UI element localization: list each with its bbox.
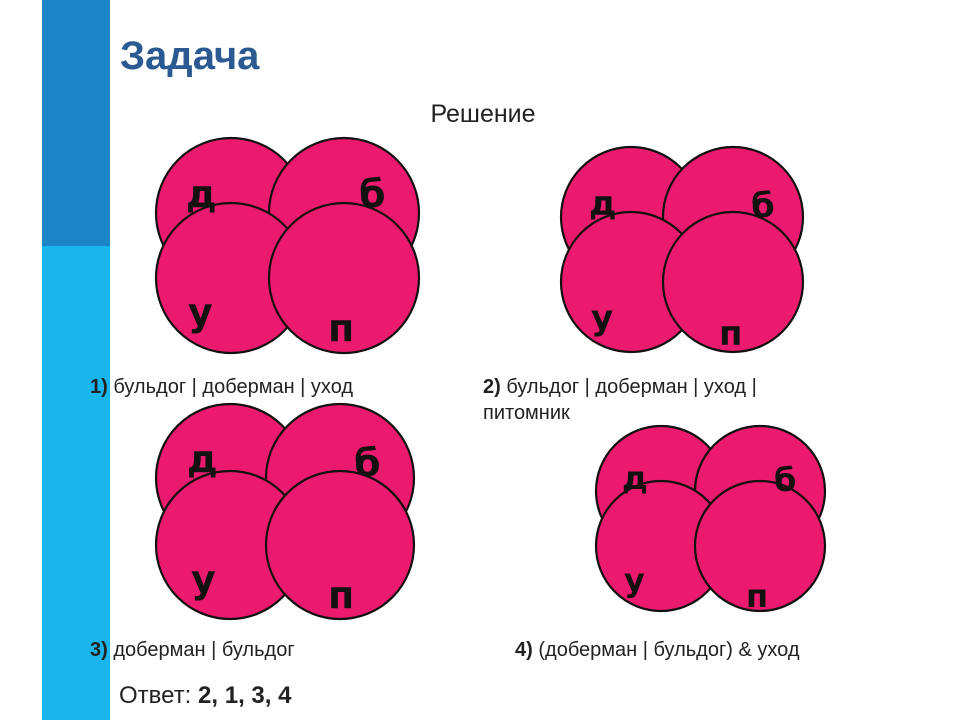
answer: Ответ: 2, 1, 3, 4 [119,682,291,710]
answer-label: Ответ: [119,682,192,709]
venn-diagram-3: д б у п [154,402,416,621]
venn2-label-p: п [719,314,743,354]
venn1-label-b: б [359,172,386,216]
caption-1-number: 1) [90,376,108,398]
subtitle: Решение [0,100,960,129]
caption-4: 4) (доберман | бульдог) & уход [515,637,800,663]
answer-value: 2, 1, 3, 4 [198,682,292,709]
caption-2: 2) бульдог | доберман | уход | питомник [483,374,757,426]
venn4-label-p: п [746,577,768,615]
venn2-label-b: б [751,186,775,226]
caption-2-text: бульдог | доберман | уход | [506,376,757,398]
caption-2-text-line2: питомник [483,402,570,424]
venn1-label-p: п [328,306,354,350]
caption-3-text: доберман | бульдог [113,639,295,661]
venn4-label-u: у [624,561,645,599]
venn1-label-u: у [188,290,213,334]
caption-4-text: (доберман | бульдог) & уход [538,639,800,661]
caption-3-number: 3) [90,639,108,661]
venn3-label-d: д [187,437,218,481]
venn4-circle-p [693,479,827,613]
venn1-label-d: д [186,172,217,216]
caption-1: 1) бульдог | доберман | уход [90,374,353,400]
caption-4-number: 4) [515,639,533,661]
venn3-label-b: б [354,441,381,485]
venn1-circle-p [267,201,421,355]
venn4-label-d: д [622,459,648,497]
venn3-circle-p [264,469,416,621]
page-title: Задача [120,34,260,78]
sidebar-bar-light [42,246,110,720]
venn2-circle-p [661,210,805,354]
sidebar-bar-dark [42,0,110,246]
venn3-label-u: у [191,557,216,601]
venn4-label-b: б [774,461,796,499]
caption-2-number: 2) [483,376,501,398]
caption-3: 3) доберман | бульдог [90,637,295,663]
caption-1-text: бульдог | доберман | уход [113,376,354,398]
venn2-label-d: д [589,184,616,224]
venn2-label-u: у [591,298,613,338]
subtitle-text: Решение [430,100,536,128]
venn-diagram-2: д б у п [559,145,805,354]
venn3-label-p: п [328,573,354,617]
venn-diagram-1: д б у п [154,136,421,355]
venn-diagram-4: д б у п [594,424,827,615]
